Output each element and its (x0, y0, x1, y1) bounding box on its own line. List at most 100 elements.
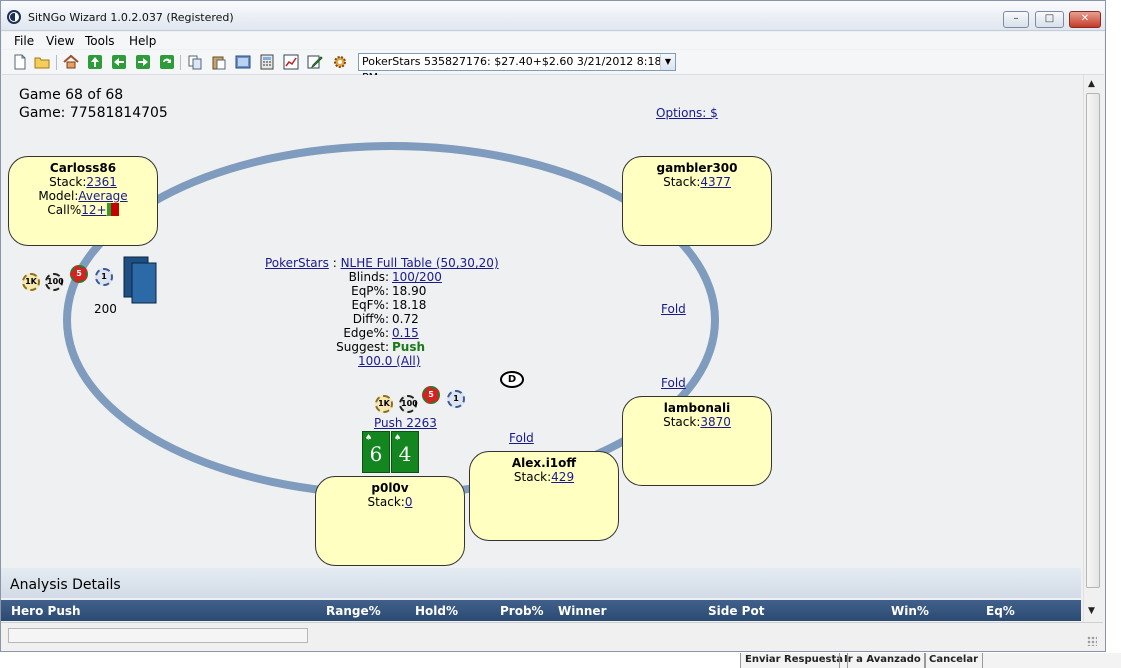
spade-icon: ♠ (394, 433, 402, 442)
options-link[interactable]: Options: $ (656, 106, 718, 120)
table-type-link[interactable]: NLHE Full Table (50,30,20) (340, 256, 499, 270)
summary-label: EqF%: (351, 298, 389, 312)
vertical-scrollbar[interactable]: ▲ ▼ (1083, 75, 1101, 622)
chevron-down-icon[interactable]: ▼ (660, 54, 675, 70)
spade-icon: ♠ (365, 433, 373, 442)
title-bar: SitNGo Wizard 1.0.2.037 (Registered) – □… (1, 1, 1105, 31)
minimize-button[interactable]: – (1003, 11, 1029, 28)
analysis-details-panel: Analysis Details (1, 568, 1081, 598)
model-value[interactable]: Average (78, 189, 128, 203)
hero-card-2: ♠4 (391, 431, 419, 473)
col-prob[interactable]: Prob% (500, 604, 544, 618)
stack-value[interactable]: 4377 (700, 175, 731, 189)
stack-value[interactable]: 0 (404, 495, 413, 509)
chart-icon[interactable] (283, 54, 299, 70)
seat-alex-i1off: Alex.i1off Stack:429 (469, 451, 619, 541)
carloss-bet-amount: 200 (94, 302, 117, 316)
summary-label: Suggest: (336, 340, 389, 354)
status-field (8, 628, 308, 643)
scroll-thumb[interactable] (1086, 93, 1100, 588)
scroll-up-icon[interactable]: ▲ (1088, 79, 1095, 89)
new-file-icon[interactable] (12, 54, 28, 70)
player-name: gambler300 (656, 161, 738, 175)
toolbar-separator (56, 55, 57, 70)
hero-card-1: ♠6 (362, 431, 390, 473)
settings-icon[interactable] (332, 54, 348, 70)
close-button[interactable]: ✕ (1069, 11, 1101, 28)
open-folder-icon[interactable] (34, 54, 50, 70)
col-hold[interactable]: Hold% (415, 604, 459, 618)
previous-hand-icon[interactable] (111, 54, 127, 70)
screenshot-icon[interactable] (235, 54, 251, 70)
copy-icon[interactable] (187, 54, 203, 70)
menu-help[interactable]: Help (129, 34, 157, 48)
summary-value[interactable]: 100/200 (392, 270, 442, 284)
site-link[interactable]: PokerStars (265, 256, 329, 270)
col-win[interactable]: Win% (891, 604, 929, 618)
col-hero-push[interactable]: Hero Push (11, 604, 81, 618)
summary-value: 18.90 (392, 284, 427, 298)
col-side-pot[interactable]: Side Pot (708, 604, 765, 618)
call-label: Call% (47, 203, 82, 217)
table-header: PokerStars : NLHE Full Table (50,30,20) (265, 256, 499, 270)
refresh-icon[interactable] (159, 54, 175, 70)
stack-label: Stack: (663, 415, 701, 429)
game-select-dropdown[interactable]: PokerStars 535827176: $27.40+$2.60 3/21/… (358, 53, 676, 84)
push-amount-link[interactable]: 100.0 (All) (358, 354, 421, 368)
player-name: lambonali (663, 401, 731, 415)
bottom-button-strip: Enviar Respuesta Ir a Avanzado Cancelar (740, 653, 1121, 668)
summary-label: EqP%: (351, 284, 389, 298)
chip-1k-icon: 1K (22, 273, 40, 291)
menu-view[interactable]: View (46, 34, 75, 48)
seat-gambler300: gambler300 Stack:4377 (622, 156, 772, 246)
stack-value[interactable]: 2361 (86, 175, 117, 189)
card-rank: 4 (398, 442, 412, 466)
send-answer-button[interactable]: Enviar Respuesta (740, 653, 849, 668)
cancel-button[interactable]: Cancelar (924, 653, 984, 668)
col-range[interactable]: Range% (326, 604, 381, 618)
menu-tools[interactable]: Tools (85, 34, 115, 48)
first-hand-icon[interactable] (87, 54, 103, 70)
summary-value[interactable]: 0.15 (392, 326, 419, 340)
lambonali-fold-action[interactable]: Fold (661, 376, 686, 390)
analysis-title: Analysis Details (10, 577, 121, 593)
col-eq[interactable]: Eq% (986, 604, 1015, 618)
toolbar: PokerStars 535827176: $27.40+$2.60 3/21/… (2, 50, 1104, 84)
calculator-icon[interactable] (259, 54, 275, 70)
player-name: Carloss86 (49, 161, 117, 175)
edit-icon[interactable] (307, 54, 323, 70)
go-advanced-button[interactable]: Ir a Avanzado (839, 653, 926, 668)
col-winner[interactable]: Winner (558, 604, 607, 618)
player-name: p0l0v (371, 481, 409, 495)
game-id: Game: 77581814705 (19, 105, 168, 121)
dealer-button-icon: D (500, 371, 524, 388)
stack-label: Stack: (367, 495, 405, 509)
alex-fold-action[interactable]: Fold (509, 431, 534, 445)
call-value[interactable]: 12+ (81, 203, 107, 217)
seat-lambonali: lambonali Stack:3870 (622, 396, 772, 486)
scroll-down-icon[interactable]: ▼ (1088, 606, 1095, 616)
table-view: Game 68 of 68 Game: 77581814705 Options:… (1, 75, 1083, 568)
stack-value[interactable]: 3870 (700, 415, 731, 429)
chip-1k-icon: 1K (375, 395, 393, 413)
suggest-value: Push (392, 340, 426, 354)
stack-label: Stack: (663, 175, 701, 189)
hero-push-link[interactable]: Push 2263 (374, 416, 437, 430)
summary-value: 18.18 (392, 298, 427, 312)
call-range-indicator (106, 203, 119, 216)
menu-file[interactable]: File (14, 34, 35, 48)
model-label: Model: (38, 189, 79, 203)
home-icon[interactable] (63, 54, 79, 70)
menu-bar: File View Tools Help (2, 32, 1104, 49)
seat-hero-p0l0v: p0l0v Stack:0 (315, 476, 465, 566)
maximize-button[interactable]: □ (1035, 11, 1064, 28)
window-title: SitNGo Wizard 1.0.2.037 (Registered) (28, 11, 234, 24)
resize-grip-icon[interactable] (1087, 636, 1097, 646)
summary-label: Blinds: (348, 270, 389, 284)
summary-label: Edge%: (343, 326, 389, 340)
next-hand-icon[interactable] (135, 54, 151, 70)
gambler-fold-action[interactable]: Fold (661, 302, 686, 316)
summary-value: 0.72 (392, 312, 419, 326)
stack-value[interactable]: 429 (551, 470, 575, 484)
paste-icon[interactable] (211, 54, 227, 70)
